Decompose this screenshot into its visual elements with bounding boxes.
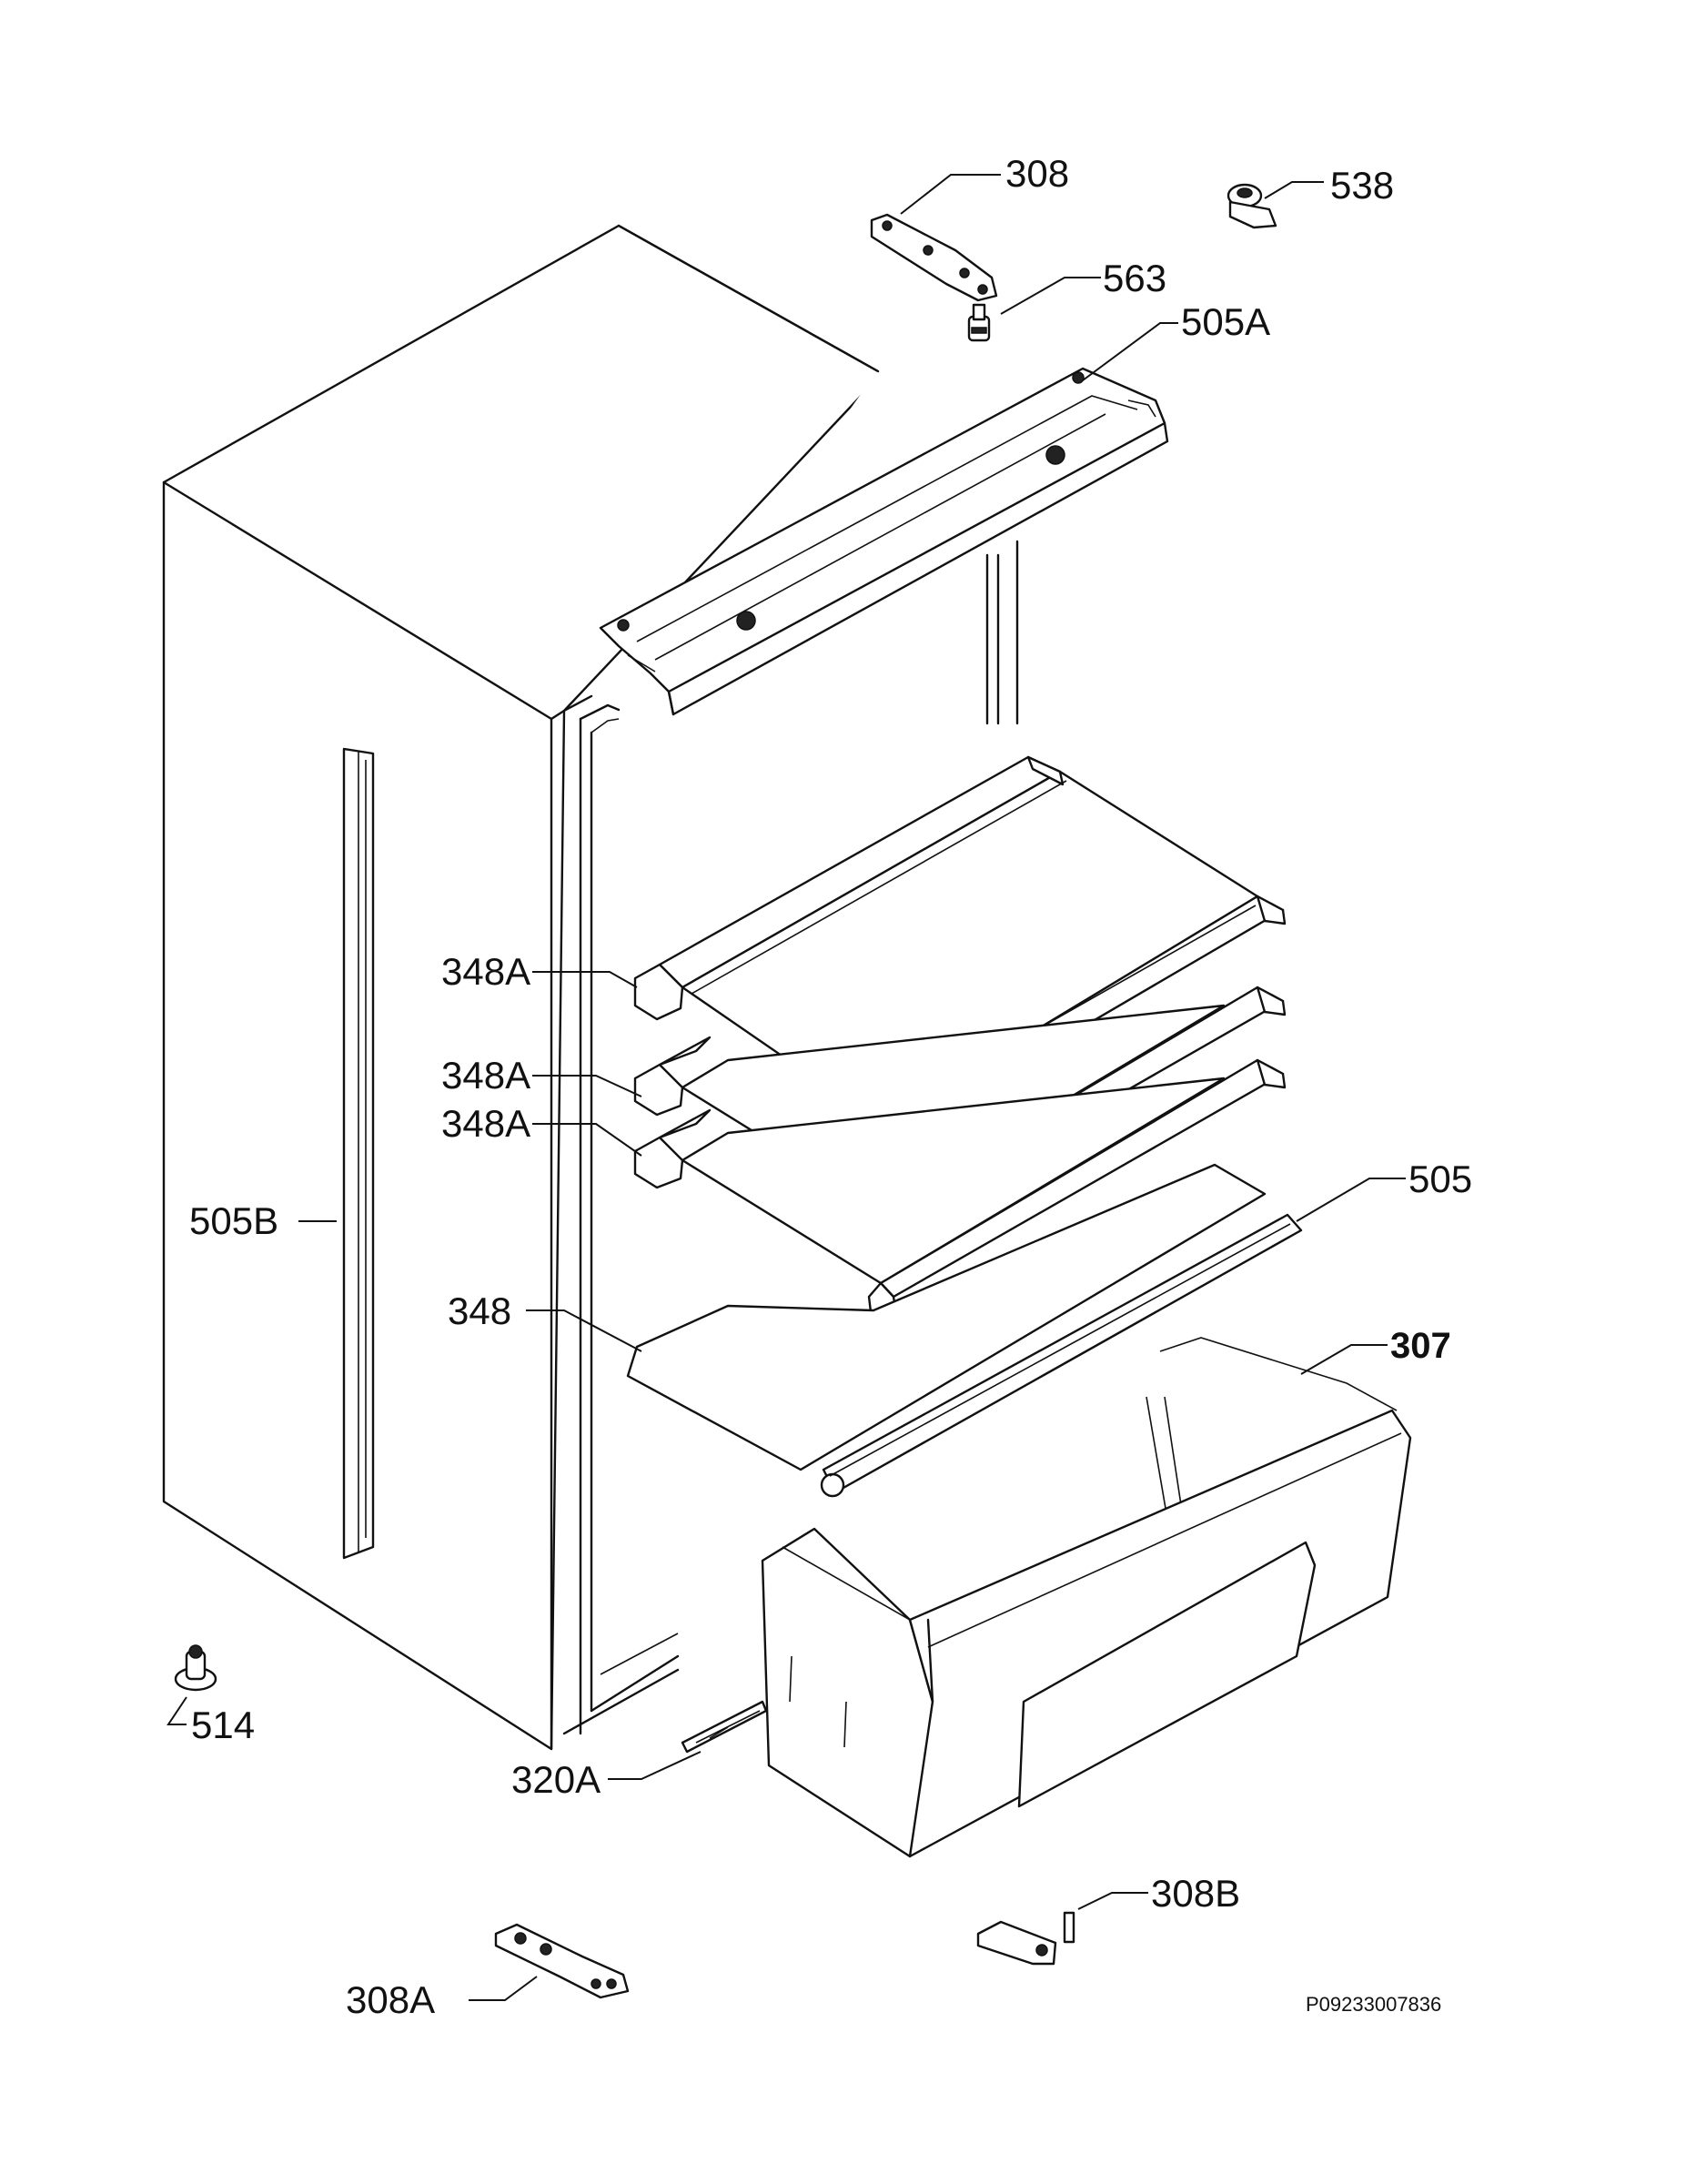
label-563: 563: [1103, 257, 1166, 299]
leader-lines: [167, 174, 1406, 2001]
label-348a-2: 348A: [441, 1054, 530, 1097]
label-348a-1: 348A: [441, 950, 530, 993]
part-308b-hinge-plate: [976, 1911, 1075, 1966]
label-308: 308: [1005, 152, 1069, 195]
part-320a-guide: [681, 1700, 768, 1754]
label-505a: 505A: [1181, 300, 1270, 343]
label-308b: 308B: [1151, 1872, 1240, 1915]
part-307-crisper-drawer: [761, 1337, 1412, 1858]
label-505: 505: [1408, 1158, 1472, 1200]
part-308-top-hinge: [870, 213, 998, 302]
label-514: 514: [191, 1704, 255, 1746]
part-505b-side-seal: [342, 747, 375, 1560]
part-505-shelf-trim: [820, 1213, 1303, 1498]
label-505b: 505B: [189, 1199, 278, 1242]
label-538: 538: [1330, 164, 1394, 207]
part-308a-bottom-hinge: [494, 1923, 630, 1999]
part-505a-top-rail: [599, 367, 1169, 716]
label-320a: 320A: [511, 1758, 601, 1801]
part-538-cap: [1227, 183, 1277, 229]
part-348-glass-plate: [626, 1163, 1267, 1471]
label-308a: 308A: [346, 1978, 435, 2021]
part-563-pin: [967, 303, 991, 342]
part-514-foot: [174, 1644, 217, 1692]
label-307: 307: [1390, 1326, 1451, 1366]
label-348: 348: [448, 1289, 511, 1332]
part-348a-shelf-lower: [633, 1058, 1287, 1321]
part-number-labels: 308 538 563 505A 348A 348A 348A 505B 505…: [189, 152, 1472, 2021]
drawing-code: P09233007836: [1306, 1993, 1441, 2016]
label-348a-3: 348A: [441, 1102, 530, 1145]
